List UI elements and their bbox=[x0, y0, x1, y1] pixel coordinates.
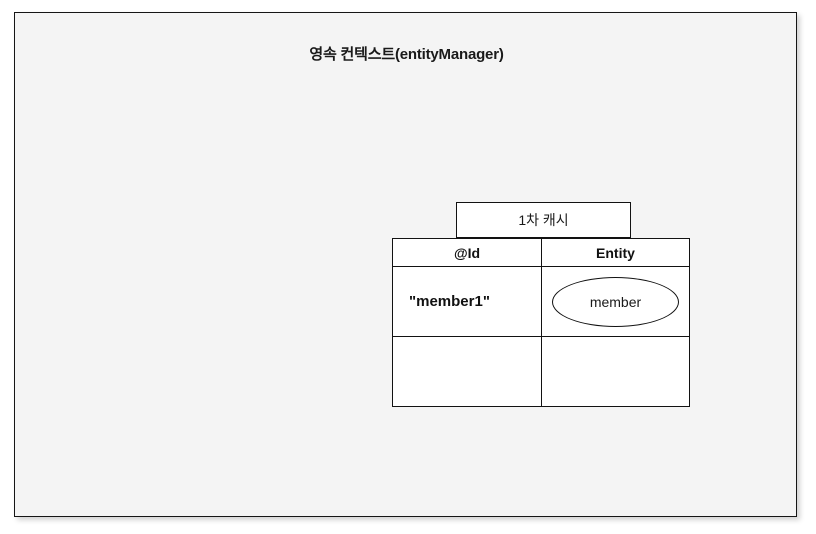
cell-entity-value: member bbox=[541, 266, 690, 337]
table-row: "member1" member bbox=[392, 266, 690, 337]
first-level-cache-table: @Id Entity "member1" member bbox=[392, 238, 690, 407]
column-header-id: @Id bbox=[392, 238, 542, 267]
first-level-cache-label-text: 1차 캐시 bbox=[518, 212, 569, 228]
table-row bbox=[392, 336, 690, 407]
cell-id-value-empty bbox=[392, 336, 542, 407]
cell-id-value: "member1" bbox=[392, 266, 542, 337]
column-header-entity: Entity bbox=[541, 238, 690, 267]
entity-instance-ellipse: member bbox=[552, 276, 679, 327]
table-header-row: @Id Entity bbox=[392, 238, 690, 267]
cell-entity-value-empty bbox=[541, 336, 690, 407]
persistence-context-frame: 영속 컨텍스트(entityManager) 1차 캐시 @Id Entity … bbox=[14, 12, 797, 517]
page-title: 영속 컨텍스트(entityManager) bbox=[309, 46, 504, 63]
first-level-cache-label: 1차 캐시 bbox=[456, 202, 631, 238]
entity-instance-label: member bbox=[589, 293, 642, 310]
